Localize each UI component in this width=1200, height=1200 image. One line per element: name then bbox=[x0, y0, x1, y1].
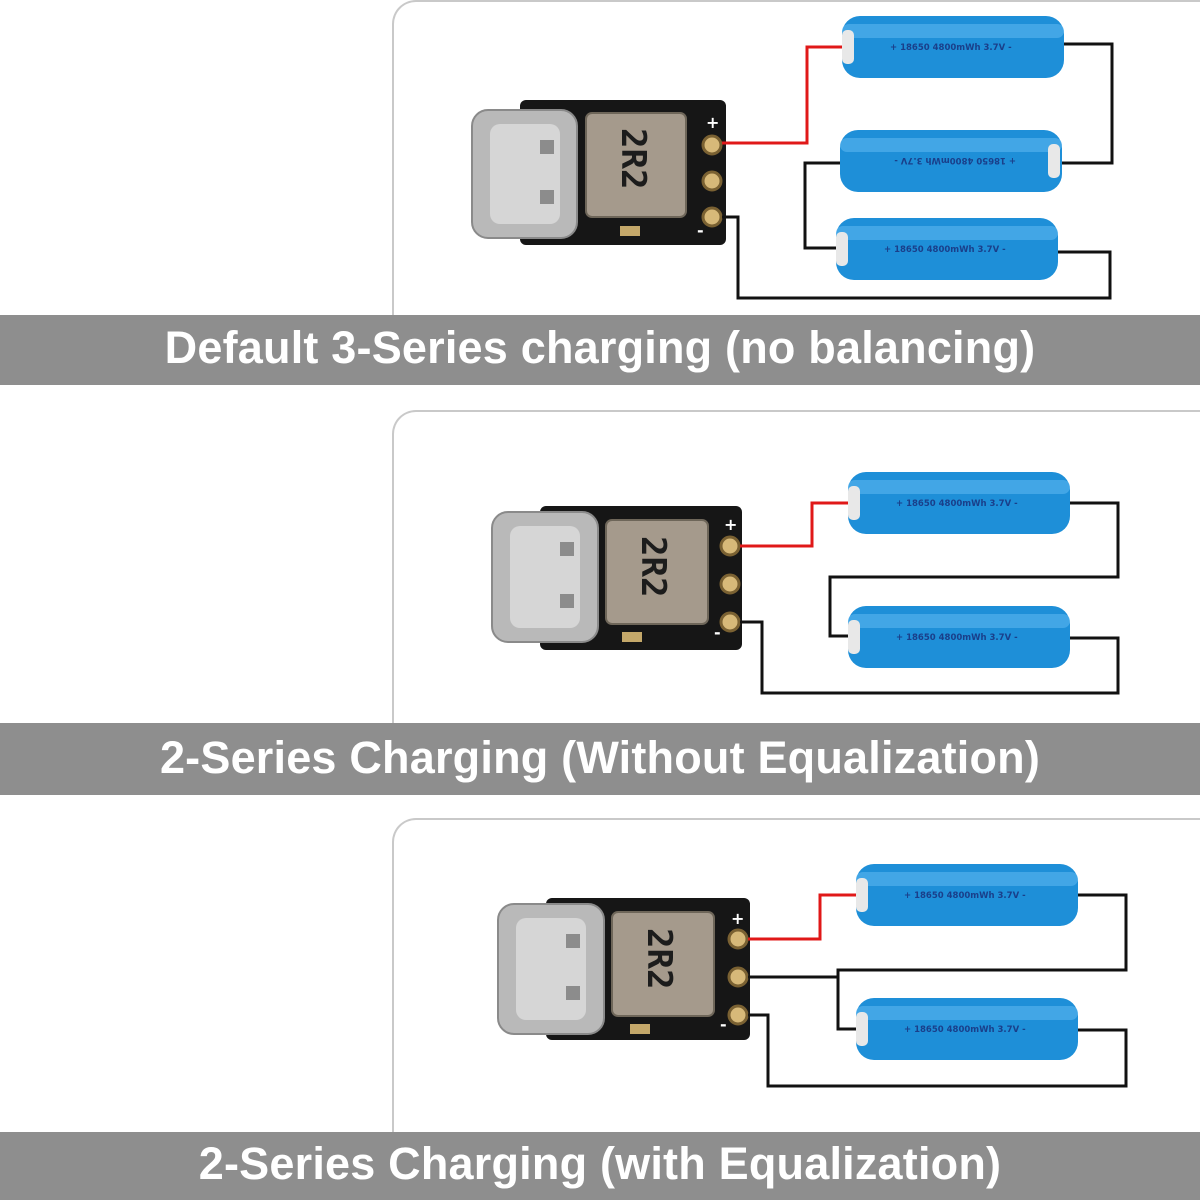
panel-caption: Default 3-Series charging (no balancing) bbox=[0, 315, 1200, 385]
usb-c-charger-module: 2R2 + - bbox=[491, 506, 742, 650]
plus-marker: + bbox=[731, 909, 744, 928]
battery-cell-1: + 18650 4800mWh 3.7V - bbox=[842, 16, 1064, 78]
series-link bbox=[836, 893, 1128, 1031]
negative-wire bbox=[740, 620, 1120, 695]
plus-marker: + bbox=[706, 113, 719, 132]
positive-wire bbox=[740, 501, 850, 548]
panel-2-series-with-equalization: 2R2 + - + 18650 4800mWh 3.7V - + 18650 4… bbox=[0, 818, 1200, 1200]
panel-caption: 2-Series Charging (Without Equalization) bbox=[0, 723, 1200, 795]
positive-wire bbox=[748, 893, 858, 941]
usb-c-charger-module: 2R2 + - bbox=[471, 100, 726, 245]
battery-cell-1: + 18650 4800mWh 3.7V - bbox=[856, 864, 1078, 926]
positive-wire bbox=[722, 45, 846, 145]
minus-marker: - bbox=[714, 623, 721, 642]
inductor-label: 2R2 bbox=[613, 128, 653, 189]
minus-marker: - bbox=[720, 1015, 727, 1034]
battery-cell-2: + 18650 4800mWh 3.7V - bbox=[848, 606, 1070, 668]
battery-label: + 18650 4800mWh 3.7V - bbox=[904, 891, 1026, 901]
battery-label: + 18650 4800mWh 3.7V - bbox=[896, 633, 1018, 643]
battery-label: + 18650 4800mWh 3.7V - bbox=[904, 1025, 1026, 1035]
battery-label: + 18650 4800mWh 3.7V - bbox=[896, 499, 1018, 509]
wiring-diagram-2-series-balanced: 2R2 + - + 18650 4800mWh 3.7V - + 18650 4… bbox=[497, 864, 1128, 1088]
panel-caption: 2-Series Charging (with Equalization) bbox=[0, 1132, 1200, 1200]
wiring-diagram-2-series: 2R2 + - + 18650 4800mWh 3.7V - + 18650 4… bbox=[491, 472, 1120, 695]
plus-marker: + bbox=[724, 515, 737, 534]
battery-cell-3: + 18650 4800mWh 3.7V - bbox=[836, 218, 1058, 280]
series-link bbox=[828, 501, 1120, 638]
battery-label: + 18650 4800mWh 3.7V - bbox=[894, 155, 1016, 165]
inductor-label: 2R2 bbox=[633, 536, 673, 597]
negative-wire bbox=[748, 1013, 1128, 1088]
battery-label: + 18650 4800mWh 3.7V - bbox=[890, 43, 1012, 53]
inductor-label: 2R2 bbox=[639, 928, 679, 989]
minus-marker: - bbox=[697, 221, 704, 240]
series-link-1 bbox=[1060, 42, 1114, 165]
battery-cell-2: + 18650 4800mWh 3.7V - bbox=[856, 998, 1078, 1060]
panel-3-series: 2R2 + - + 18650 4800mWh 3.7V - + 18650 4… bbox=[0, 0, 1200, 385]
battery-cell-2: + 18650 4800mWh 3.7V - bbox=[840, 130, 1062, 192]
battery-label: + 18650 4800mWh 3.7V - bbox=[884, 245, 1006, 255]
panel-2-series-without-equalization: 2R2 + - + 18650 4800mWh 3.7V - + 18650 4… bbox=[0, 410, 1200, 795]
battery-cell-1: + 18650 4800mWh 3.7V - bbox=[848, 472, 1070, 534]
series-link-2 bbox=[803, 161, 840, 250]
wiring-diagram-3-series: 2R2 + - + 18650 4800mWh 3.7V - + 18650 4… bbox=[471, 16, 1114, 300]
negative-wire bbox=[722, 215, 1112, 300]
usb-c-charger-module: 2R2 + - bbox=[497, 898, 750, 1040]
